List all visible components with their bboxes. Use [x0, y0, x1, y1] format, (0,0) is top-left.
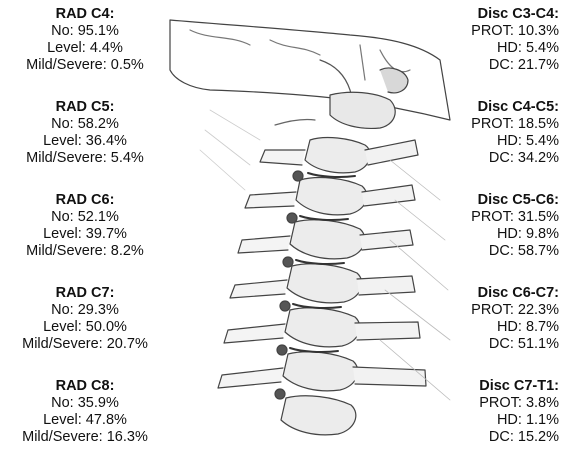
rad-c8-no: No: 35.9%: [0, 395, 170, 412]
vertebra-c5: [290, 220, 365, 259]
rad-c5-no: No: 58.2%: [0, 116, 170, 133]
rad-c7-mild: Mild/Severe: 20.7%: [0, 336, 170, 353]
disc-c5c6-title: Disc C5-C6:: [419, 192, 559, 209]
rad-c7-no: No: 29.3%: [0, 302, 170, 319]
disc-c5c6-hd: HD: 9.8%: [419, 226, 559, 243]
vertebra-c7: [285, 308, 360, 347]
disc-c3c4-prot: PROT: 10.3%: [419, 23, 559, 40]
rad-c5-block: RAD C5: No: 58.2% Level: 36.4% Mild/Seve…: [0, 99, 170, 192]
rad-c7-block: RAD C7: No: 29.3% Level: 50.0% Mild/Seve…: [0, 285, 170, 378]
disc-c4c5-hd: HD: 5.4%: [419, 133, 559, 150]
disc-c3c4-hd: HD: 5.4%: [419, 40, 559, 57]
disc-c6c7-prot: PROT: 22.3%: [419, 302, 559, 319]
disc-c7t1-prot: PROT: 3.8%: [419, 395, 559, 412]
disc-c5c6-dc: DC: 58.7%: [419, 243, 559, 260]
disc-c6c7-block: Disc C6-C7: PROT: 22.3% HD: 8.7% DC: 51.…: [419, 285, 569, 378]
cervical-spine-illustration: [150, 0, 460, 455]
disc-c4c5-prot: PROT: 18.5%: [419, 116, 559, 133]
rad-c5-title: RAD C5:: [0, 99, 170, 116]
rad-c4-level: Level: 4.4%: [0, 40, 170, 57]
vertebra-t1: [283, 352, 358, 391]
rad-c6-level: Level: 39.7%: [0, 226, 170, 243]
vertebra-c6: [287, 264, 362, 303]
rad-stats-column: RAD C4: No: 95.1% Level: 4.4% Mild/Sever…: [0, 6, 170, 471]
rad-c6-block: RAD C6: No: 52.1% Level: 39.7% Mild/Seve…: [0, 192, 170, 285]
disc-c7t1-title: Disc C7-T1:: [419, 378, 559, 395]
rad-c6-no: No: 52.1%: [0, 209, 170, 226]
disc-c5c6-prot: PROT: 31.5%: [419, 209, 559, 226]
disc-c3c4-dc: DC: 21.7%: [419, 57, 559, 74]
disc-c7t1-hd: HD: 1.1%: [419, 412, 559, 429]
vertebra-c4: [296, 178, 367, 215]
rad-c8-mild: Mild/Severe: 16.3%: [0, 429, 170, 446]
rad-c6-mild: Mild/Severe: 8.2%: [0, 243, 170, 260]
rad-c5-level: Level: 36.4%: [0, 133, 170, 150]
rad-c5-mild: Mild/Severe: 5.4%: [0, 150, 170, 167]
vertebra-c3: [305, 138, 370, 173]
disc-c7t1-dc: DC: 15.2%: [419, 429, 559, 446]
rad-c8-title: RAD C8:: [0, 378, 170, 395]
disc-c3c4-block: Disc C3-C4: PROT: 10.3% HD: 5.4% DC: 21.…: [419, 6, 569, 99]
disc-c4c5-title: Disc C4-C5:: [419, 99, 559, 116]
disc-c7t1-block: Disc C7-T1: PROT: 3.8% HD: 1.1% DC: 15.2…: [419, 378, 569, 471]
rad-c6-title: RAD C6:: [0, 192, 170, 209]
disc-c3c4-title: Disc C3-C4:: [419, 6, 559, 23]
rad-c7-level: Level: 50.0%: [0, 319, 170, 336]
rad-c4-mild: Mild/Severe: 0.5%: [0, 57, 170, 74]
rad-c4-block: RAD C4: No: 95.1% Level: 4.4% Mild/Sever…: [0, 6, 170, 99]
disc-c6c7-hd: HD: 8.7%: [419, 319, 559, 336]
rad-c8-block: RAD C8: No: 35.9% Level: 47.8% Mild/Seve…: [0, 378, 170, 471]
rad-c4-no: No: 95.1%: [0, 23, 170, 40]
rad-c7-title: RAD C7:: [0, 285, 170, 302]
disc-c4c5-dc: DC: 34.2%: [419, 150, 559, 167]
skull-outline: [170, 20, 450, 120]
rad-c4-title: RAD C4:: [0, 6, 170, 23]
vertebra-t2: [281, 396, 356, 435]
disc-c5c6-block: Disc C5-C6: PROT: 31.5% HD: 9.8% DC: 58.…: [419, 192, 569, 285]
disc-c4c5-block: Disc C4-C5: PROT: 18.5% HD: 5.4% DC: 34.…: [419, 99, 569, 192]
disc-c6c7-dc: DC: 51.1%: [419, 336, 559, 353]
disc-c6c7-title: Disc C6-C7:: [419, 285, 559, 302]
disc-stats-column: Disc C3-C4: PROT: 10.3% HD: 5.4% DC: 21.…: [419, 6, 569, 471]
rad-c8-level: Level: 47.8%: [0, 412, 170, 429]
